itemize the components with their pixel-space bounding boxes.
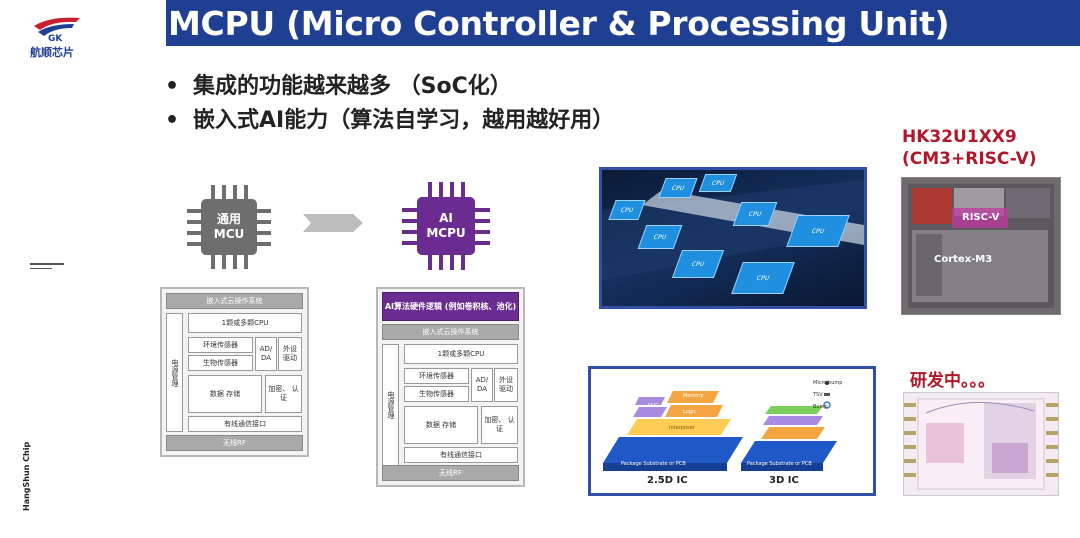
wired-block: 有线通信接口 xyxy=(188,416,302,432)
ai-mcpu-block-diagram: AI算法硬件逻辑 (例如卷积核、池化) 嵌入式云操作系统 电源管理 1颗或多颗C… xyxy=(376,287,525,487)
die1-cores: (CM3+RISC-V) xyxy=(902,149,1037,169)
adda-block: AD/ DA xyxy=(471,368,493,402)
cpu-grid-image: CPU CPU CPU CPU CPU CPU CPU CPU xyxy=(599,167,867,309)
mcu-chip-icon xyxy=(187,185,271,269)
wireless-block: 无线RF xyxy=(166,435,303,451)
env-sensor-block: 环境传感器 xyxy=(404,368,469,384)
bullet-2-text: 嵌入式AI能力（算法自学习，越用越好用） xyxy=(193,108,615,133)
side-label: HangShun Chip xyxy=(22,441,31,511)
title-bar xyxy=(166,0,1080,46)
mcu-block-diagram: 嵌入式云操作系统 电源管理 1颗或多颗CPU 环境传感器 生物传感器 AD/ D… xyxy=(160,287,309,457)
cortex-label: Cortex-M3 xyxy=(934,254,993,265)
storage-block: 数据 存储 xyxy=(188,375,262,413)
power-block: 电源管理 xyxy=(166,313,183,432)
page-title: MCPU (Micro Controller & Processing Unit… xyxy=(168,4,950,43)
ai-logic-block: AI算法硬件逻辑 (例如卷积核、池化) xyxy=(382,292,519,321)
interposer-label: Interposer xyxy=(669,425,695,431)
bullet-2: •嵌入式AI能力（算法自学习，越用越好用） xyxy=(165,108,615,133)
substrate-label-3d: Package Substrate or PCB xyxy=(747,461,812,467)
logo-icon: GK xyxy=(34,17,80,44)
cpu-block: 1颗或多颗CPU xyxy=(404,344,518,364)
crypto-block: 加密、 认证 xyxy=(265,375,302,413)
package-ic-image: Micro bump TSV Bump ASIC Memory Logic In… xyxy=(588,366,876,496)
die1-image: RISC-V Cortex-M3 xyxy=(901,177,1061,315)
peripheral-block: 外设 驱动 xyxy=(494,368,518,402)
storage-block: 数据 存储 xyxy=(404,406,478,444)
adda-block: AD/ DA xyxy=(255,337,277,371)
side-divider xyxy=(30,263,64,265)
die2-image xyxy=(903,392,1059,496)
crypto-block: 加密、 认证 xyxy=(481,406,518,444)
label-25d-ic: 2.5D IC xyxy=(647,475,688,486)
logic-label: Logic xyxy=(683,409,697,415)
die2-label: 研发中。。。 xyxy=(910,371,995,391)
logo-name: 航顺芯片 xyxy=(30,46,74,59)
wired-block: 有线通信接口 xyxy=(404,447,518,463)
cpu-block: 1颗或多颗CPU xyxy=(188,313,302,333)
bullet-1-text: 集成的功能越来越多 （SoC化） xyxy=(193,74,512,99)
package-legend: Micro bump TSV Bump xyxy=(813,380,843,410)
die1-title: HK32U1XX9 (CM3+RISC-V) xyxy=(902,126,1037,170)
peripheral-block: 外设 驱动 xyxy=(278,337,302,371)
os-block: 嵌入式云操作系统 xyxy=(166,293,303,309)
env-sensor-block: 环境传感器 xyxy=(188,337,253,353)
ai-chip-icon xyxy=(402,182,490,270)
memory-label: Memory xyxy=(683,393,704,399)
bio-sensor-block: 生物传感器 xyxy=(404,386,469,402)
arrow-right-icon xyxy=(303,214,363,232)
os-block: 嵌入式云操作系统 xyxy=(382,324,519,340)
side-divider-short xyxy=(30,268,52,269)
svg-text:GK: GK xyxy=(48,34,63,44)
bullet-1: •集成的功能越来越多 （SoC化） xyxy=(165,74,512,99)
label-3d-ic: 3D IC xyxy=(769,475,799,486)
substrate-label-25d: Package Substrate or PCB xyxy=(621,461,686,467)
power-block: 电源管理 xyxy=(382,344,399,466)
cpu-block: CPU xyxy=(698,174,738,192)
company-logo: GK xyxy=(30,14,84,44)
bio-sensor-block: 生物传感器 xyxy=(188,355,253,371)
die1-part: HK32U1XX9 xyxy=(902,127,1017,147)
risc-v-label: RISC-V xyxy=(962,212,1000,223)
wireless-block: 无线RF xyxy=(382,465,519,481)
asic-label: ASIC xyxy=(647,403,659,409)
